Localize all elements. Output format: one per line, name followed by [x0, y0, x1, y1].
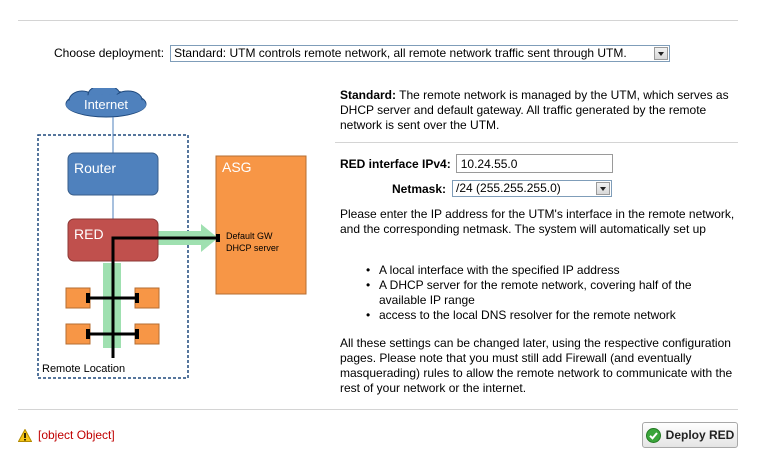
- connection-line: [111, 236, 216, 358]
- internet-label: Internet: [84, 97, 128, 112]
- remote-location-label: Remote Location: [42, 363, 125, 375]
- list-item: access to the local DNS resolver for the…: [366, 308, 736, 323]
- deploy-red-button[interactable]: Deploy RED: [642, 422, 738, 448]
- netmask-select-value: /24 (255.255.255.0): [456, 181, 561, 195]
- asg-label: ASG: [222, 159, 252, 175]
- network-diagram: Internet Router ASG Default GW DHCP serv…: [18, 84, 318, 388]
- top-divider: [18, 20, 738, 21]
- netmask-label: Netmask:: [392, 181, 447, 196]
- chevron-down-icon[interactable]: [654, 46, 669, 60]
- dhcp-label: DHCP server: [226, 243, 279, 253]
- ipv4-input[interactable]: [455, 154, 613, 173]
- deployment-select-value: Standard: UTM controls remote network, a…: [174, 45, 627, 60]
- bottom-divider: [18, 409, 738, 410]
- deployment-description: Standard: The remote network is managed …: [340, 88, 740, 133]
- deployment-select[interactable]: Standard: UTM controls remote network, a…: [170, 44, 671, 62]
- router-label: Router: [74, 160, 116, 176]
- ipv4-label: RED interface IPv4:: [340, 156, 451, 171]
- warning-text: [object Object]: [38, 428, 115, 442]
- red-label: RED: [74, 226, 104, 242]
- description-text: The remote network is managed by the UTM…: [340, 88, 729, 132]
- warning-message: [object Object]: [18, 428, 115, 442]
- gateway-label: Default GW: [226, 231, 273, 241]
- deploy-red-label: Deploy RED: [665, 428, 735, 442]
- list-item: A local interface with the specified IP …: [366, 263, 736, 278]
- chevron-down-icon[interactable]: [596, 182, 611, 195]
- deployment-row: Choose deployment: Standard: UTM control…: [54, 43, 671, 63]
- help-text: Please enter the IP address for the UTM'…: [340, 207, 735, 236]
- list-item: A DHCP server for the remote network, co…: [366, 278, 736, 308]
- deployment-label: Choose deployment:: [54, 46, 165, 60]
- settings-note: All these settings can be changed later,…: [340, 336, 733, 395]
- netmask-select[interactable]: /24 (255.255.255.0): [452, 180, 613, 197]
- description-bold: Standard:: [340, 88, 397, 102]
- warning-icon: [18, 428, 32, 442]
- check-circle-icon: [645, 427, 661, 443]
- router-box: [67, 152, 159, 196]
- asg-box: [215, 155, 307, 295]
- netmask-row: Netmask: /24 (255.255.255.0): [392, 180, 613, 197]
- setup-list: A local interface with the specified IP …: [366, 263, 736, 323]
- internet-cloud-icon: [65, 84, 147, 118]
- ipv4-row: RED interface IPv4:: [340, 154, 613, 173]
- description-divider: [335, 142, 738, 143]
